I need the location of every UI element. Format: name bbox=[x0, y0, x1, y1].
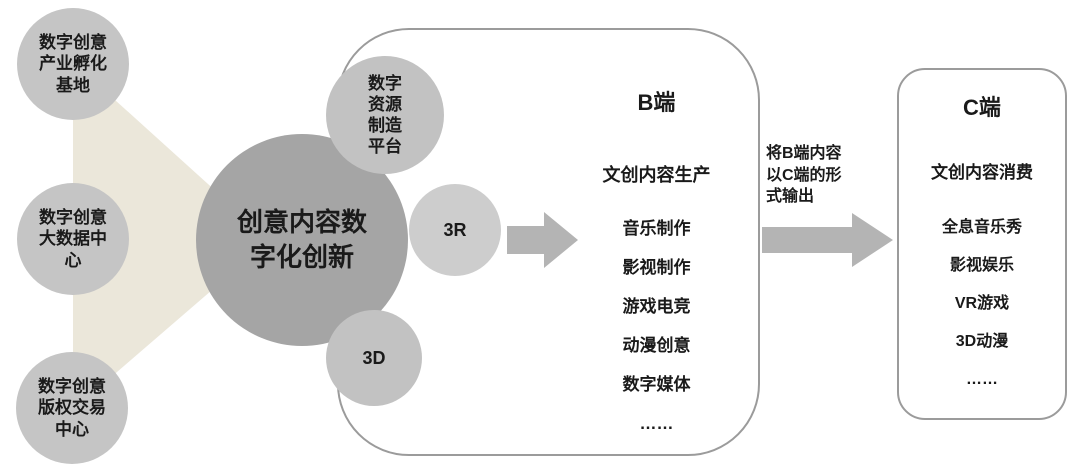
node-3r: 3R bbox=[409, 184, 501, 276]
list-item: 数字媒体 bbox=[622, 375, 691, 394]
node-copyright-trade-center: 数字创意 版权交易 中心 bbox=[16, 352, 128, 464]
b-panel-list: 音乐制作 影视制作 游戏电竞 动漫创意 数字媒体 …… bbox=[554, 209, 759, 443]
node-big-data-center: 数字创意 大数据中 心 bbox=[17, 183, 129, 295]
b-panel-content: B端 文创内容生产 音乐制作 影视制作 游戏电竞 动漫创意 数字媒体 …… bbox=[554, 85, 759, 443]
list-item: 游戏电竞 bbox=[622, 297, 691, 316]
list-item-ellipsis: …… bbox=[966, 371, 998, 388]
list-item: 全息音乐秀 bbox=[941, 219, 1022, 236]
c-panel-subtitle: 文创内容消费 bbox=[931, 163, 1033, 182]
list-item-ellipsis: …… bbox=[639, 414, 674, 433]
list-item: 3D动漫 bbox=[955, 333, 1009, 350]
list-item: 动漫创意 bbox=[622, 336, 691, 355]
c-panel-content: C端 文创内容消费 全息音乐秀 影视娱乐 VR游戏 3D动漫 …… bbox=[899, 90, 1065, 399]
c-panel-title: C端 bbox=[963, 95, 1001, 120]
b-panel-subtitle: 文创内容生产 bbox=[602, 165, 711, 185]
node-incubation-base: 数字创意 产业孵化 基地 bbox=[17, 8, 129, 120]
funnel-triangle bbox=[73, 62, 270, 410]
list-item: 音乐制作 bbox=[622, 219, 691, 238]
list-item: 影视制作 bbox=[622, 258, 691, 277]
list-item: 影视娱乐 bbox=[949, 257, 1014, 274]
list-item: VR游戏 bbox=[954, 295, 1010, 312]
c-panel-list: 全息音乐秀 影视娱乐 VR游戏 3D动漫 …… bbox=[899, 209, 1065, 399]
c-panel: C端 文创内容消费 全息音乐秀 影视娱乐 VR游戏 3D动漫 …… bbox=[897, 68, 1067, 420]
node-digital-resource-platform: 数字 资源 制造 平台 bbox=[326, 56, 444, 174]
b-panel-title: B端 bbox=[637, 90, 676, 115]
b-to-c-arrow-label: 将B端内容 以C端的形 式输出 bbox=[766, 145, 842, 206]
node-3d: 3D bbox=[326, 310, 422, 406]
